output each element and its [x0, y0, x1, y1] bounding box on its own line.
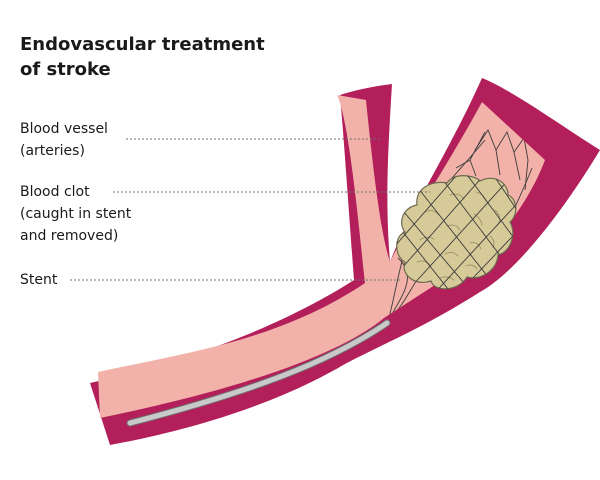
label-blood-vessel-line-1: Blood vessel [20, 121, 108, 137]
blood-clot [396, 175, 517, 290]
clot-texture [416, 191, 500, 281]
label-blood-clot-line-2: (caught in stent [20, 206, 132, 222]
catheter [126, 319, 391, 427]
title-line-2: of stroke [20, 59, 111, 80]
label-blood-clot-line-3: and removed) [20, 228, 119, 244]
stent-wire [455, 159, 477, 177]
stent-mesh [396, 175, 516, 289]
title-line-1: Endovascular treatment [20, 34, 265, 55]
label-stent: Stent [20, 269, 57, 291]
leader-lines [70, 138, 430, 281]
clot-body [396, 175, 517, 290]
catheter-body [127, 320, 390, 426]
label-blood-clot: Blood clot (caught in stent and removed) [20, 181, 131, 247]
blood-vessel [90, 78, 600, 445]
diagram-title: Endovascular treatment of stroke [20, 32, 265, 82]
stent-wire [469, 131, 529, 191]
label-blood-clot-line-1: Blood clot [20, 184, 90, 200]
label-blood-vessel: Blood vessel (arteries) [20, 118, 108, 162]
label-blood-vessel-line-2: (arteries) [20, 143, 85, 159]
label-stent-line-1: Stent [20, 272, 58, 288]
